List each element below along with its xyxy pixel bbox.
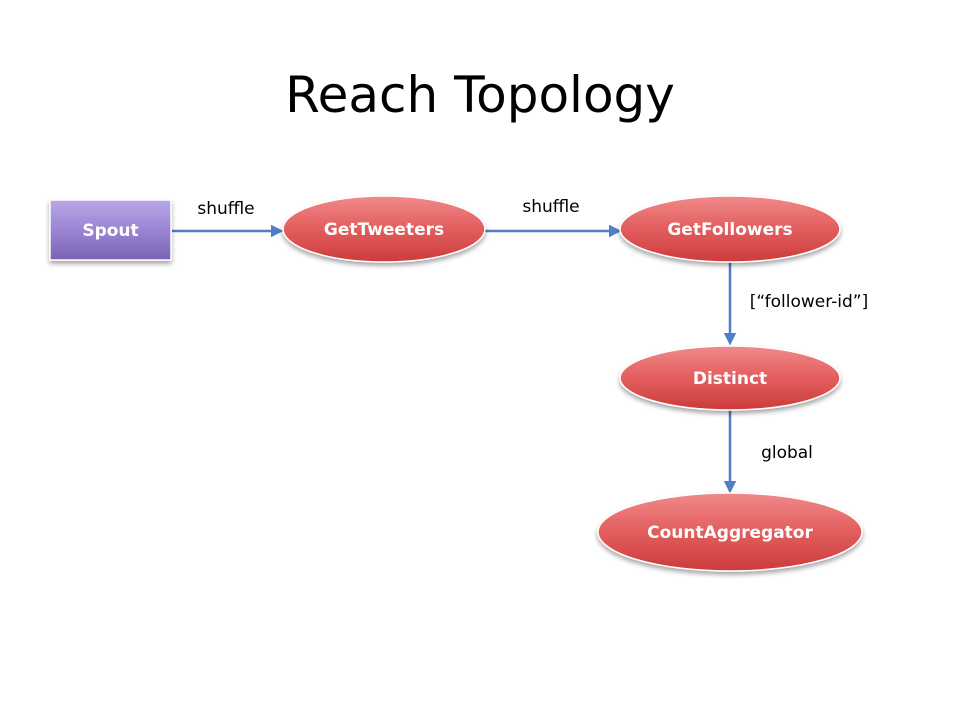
get-followers-label: GetFollowers: [667, 220, 792, 240]
page-title: Reach Topology: [285, 66, 675, 124]
node-get-followers[interactable]: GetFollowers: [619, 195, 841, 263]
node-get-tweeters[interactable]: GetTweeters: [282, 195, 486, 263]
edge-label-global: global: [761, 443, 813, 463]
get-tweeters-label: GetTweeters: [324, 220, 444, 240]
node-distinct[interactable]: Distinct: [619, 345, 841, 411]
node-count-aggregator[interactable]: CountAggregator: [597, 492, 863, 572]
spout-box: [49, 199, 172, 261]
distinct-ellipse: [619, 345, 841, 411]
edge-label-shuffle-1: shuffle: [197, 199, 254, 219]
distinct-label: Distinct: [693, 369, 767, 389]
edge-label-follower-id: [“follower-id”]: [750, 292, 868, 312]
count-aggregator-ellipse: [597, 492, 863, 572]
get-tweeters-ellipse: [282, 195, 486, 263]
edges: [172, 224, 737, 494]
spout-label: Spout: [82, 221, 138, 241]
get-followers-ellipse: [619, 195, 841, 263]
count-aggregator-label: CountAggregator: [647, 523, 813, 543]
edge-label-shuffle-2: shuffle: [522, 197, 579, 217]
node-spout[interactable]: Spout: [49, 199, 172, 261]
